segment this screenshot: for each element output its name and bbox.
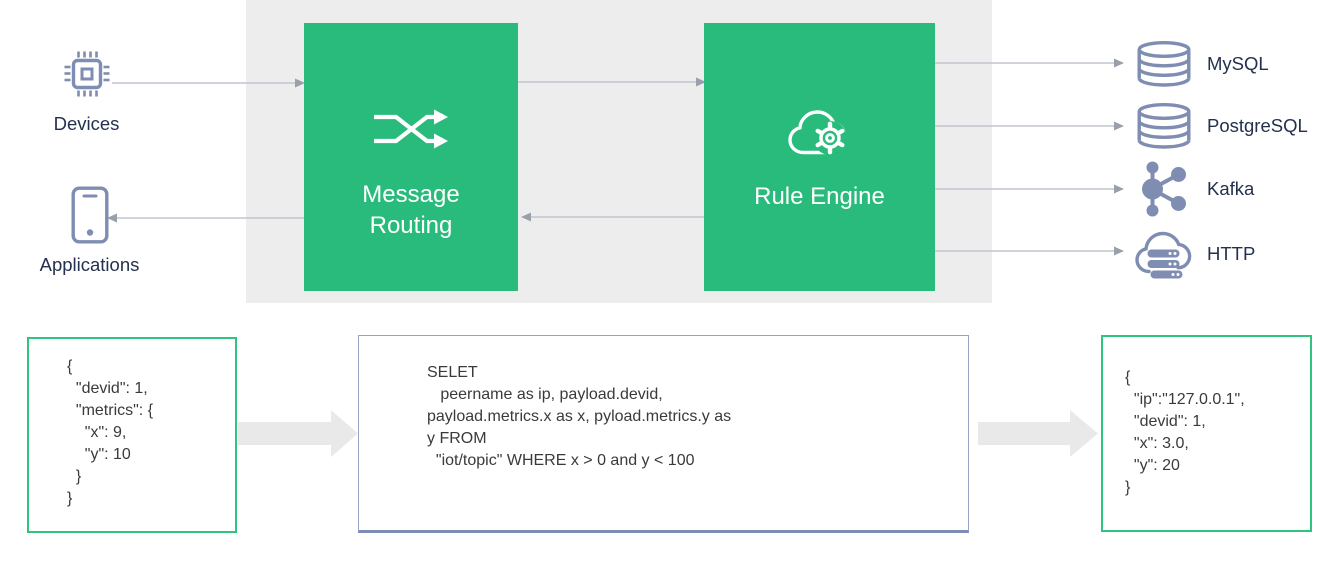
devices-label: Devices xyxy=(53,113,120,134)
smartphone-icon xyxy=(71,186,108,244)
message-routing-label: Message Routing xyxy=(362,181,460,239)
cloud-gear-icon xyxy=(787,110,847,155)
sink-http: HTTP xyxy=(1134,226,1255,282)
sink-mysql: MySQL xyxy=(1134,41,1269,87)
database-icon xyxy=(1134,41,1194,87)
input-payload-json: { "devid": 1, "metrics": { "x": 9, "y": … xyxy=(67,358,154,507)
sink-kafka: Kafka xyxy=(1134,160,1254,218)
rule-engine-label: Rule Engine xyxy=(754,183,885,210)
rule-sql-text: SELET peername as ip, payload.devid, pay… xyxy=(427,364,732,469)
input-payload-box: { "devid": 1, "metrics": { "x": 9, "y": … xyxy=(27,337,237,533)
sink-postgresql: PostgreSQL xyxy=(1134,103,1308,149)
http-label: HTTP xyxy=(1207,243,1256,264)
postgresql-label: PostgreSQL xyxy=(1207,115,1308,136)
chip-icon xyxy=(64,51,109,97)
shuffle-icon xyxy=(374,109,448,149)
flow-arrow-input-to-sql xyxy=(238,410,358,457)
output-payload-box: { "ip":"127.0.0.1", "devid": 1, "x": 3.0… xyxy=(1101,335,1312,532)
flow-arrow-sql-to-output xyxy=(978,410,1098,457)
kafka-label: Kafka xyxy=(1207,178,1255,199)
kafka-icon xyxy=(1134,160,1194,218)
node-devices: Devices xyxy=(30,50,143,135)
database-icon xyxy=(1134,103,1194,149)
output-payload-json: { "ip":"127.0.0.1", "devid": 1, "x": 3.0… xyxy=(1125,369,1245,496)
cloud-server-icon xyxy=(1134,226,1194,282)
node-applications: Applications xyxy=(27,186,152,276)
applications-label: Applications xyxy=(39,254,140,275)
rule-sql-box: SELET peername as ip, payload.devid, pay… xyxy=(358,335,969,533)
mysql-label: MySQL xyxy=(1207,53,1269,74)
node-message-routing: Message Routing xyxy=(304,23,518,291)
node-rule-engine: Rule Engine xyxy=(704,23,935,291)
